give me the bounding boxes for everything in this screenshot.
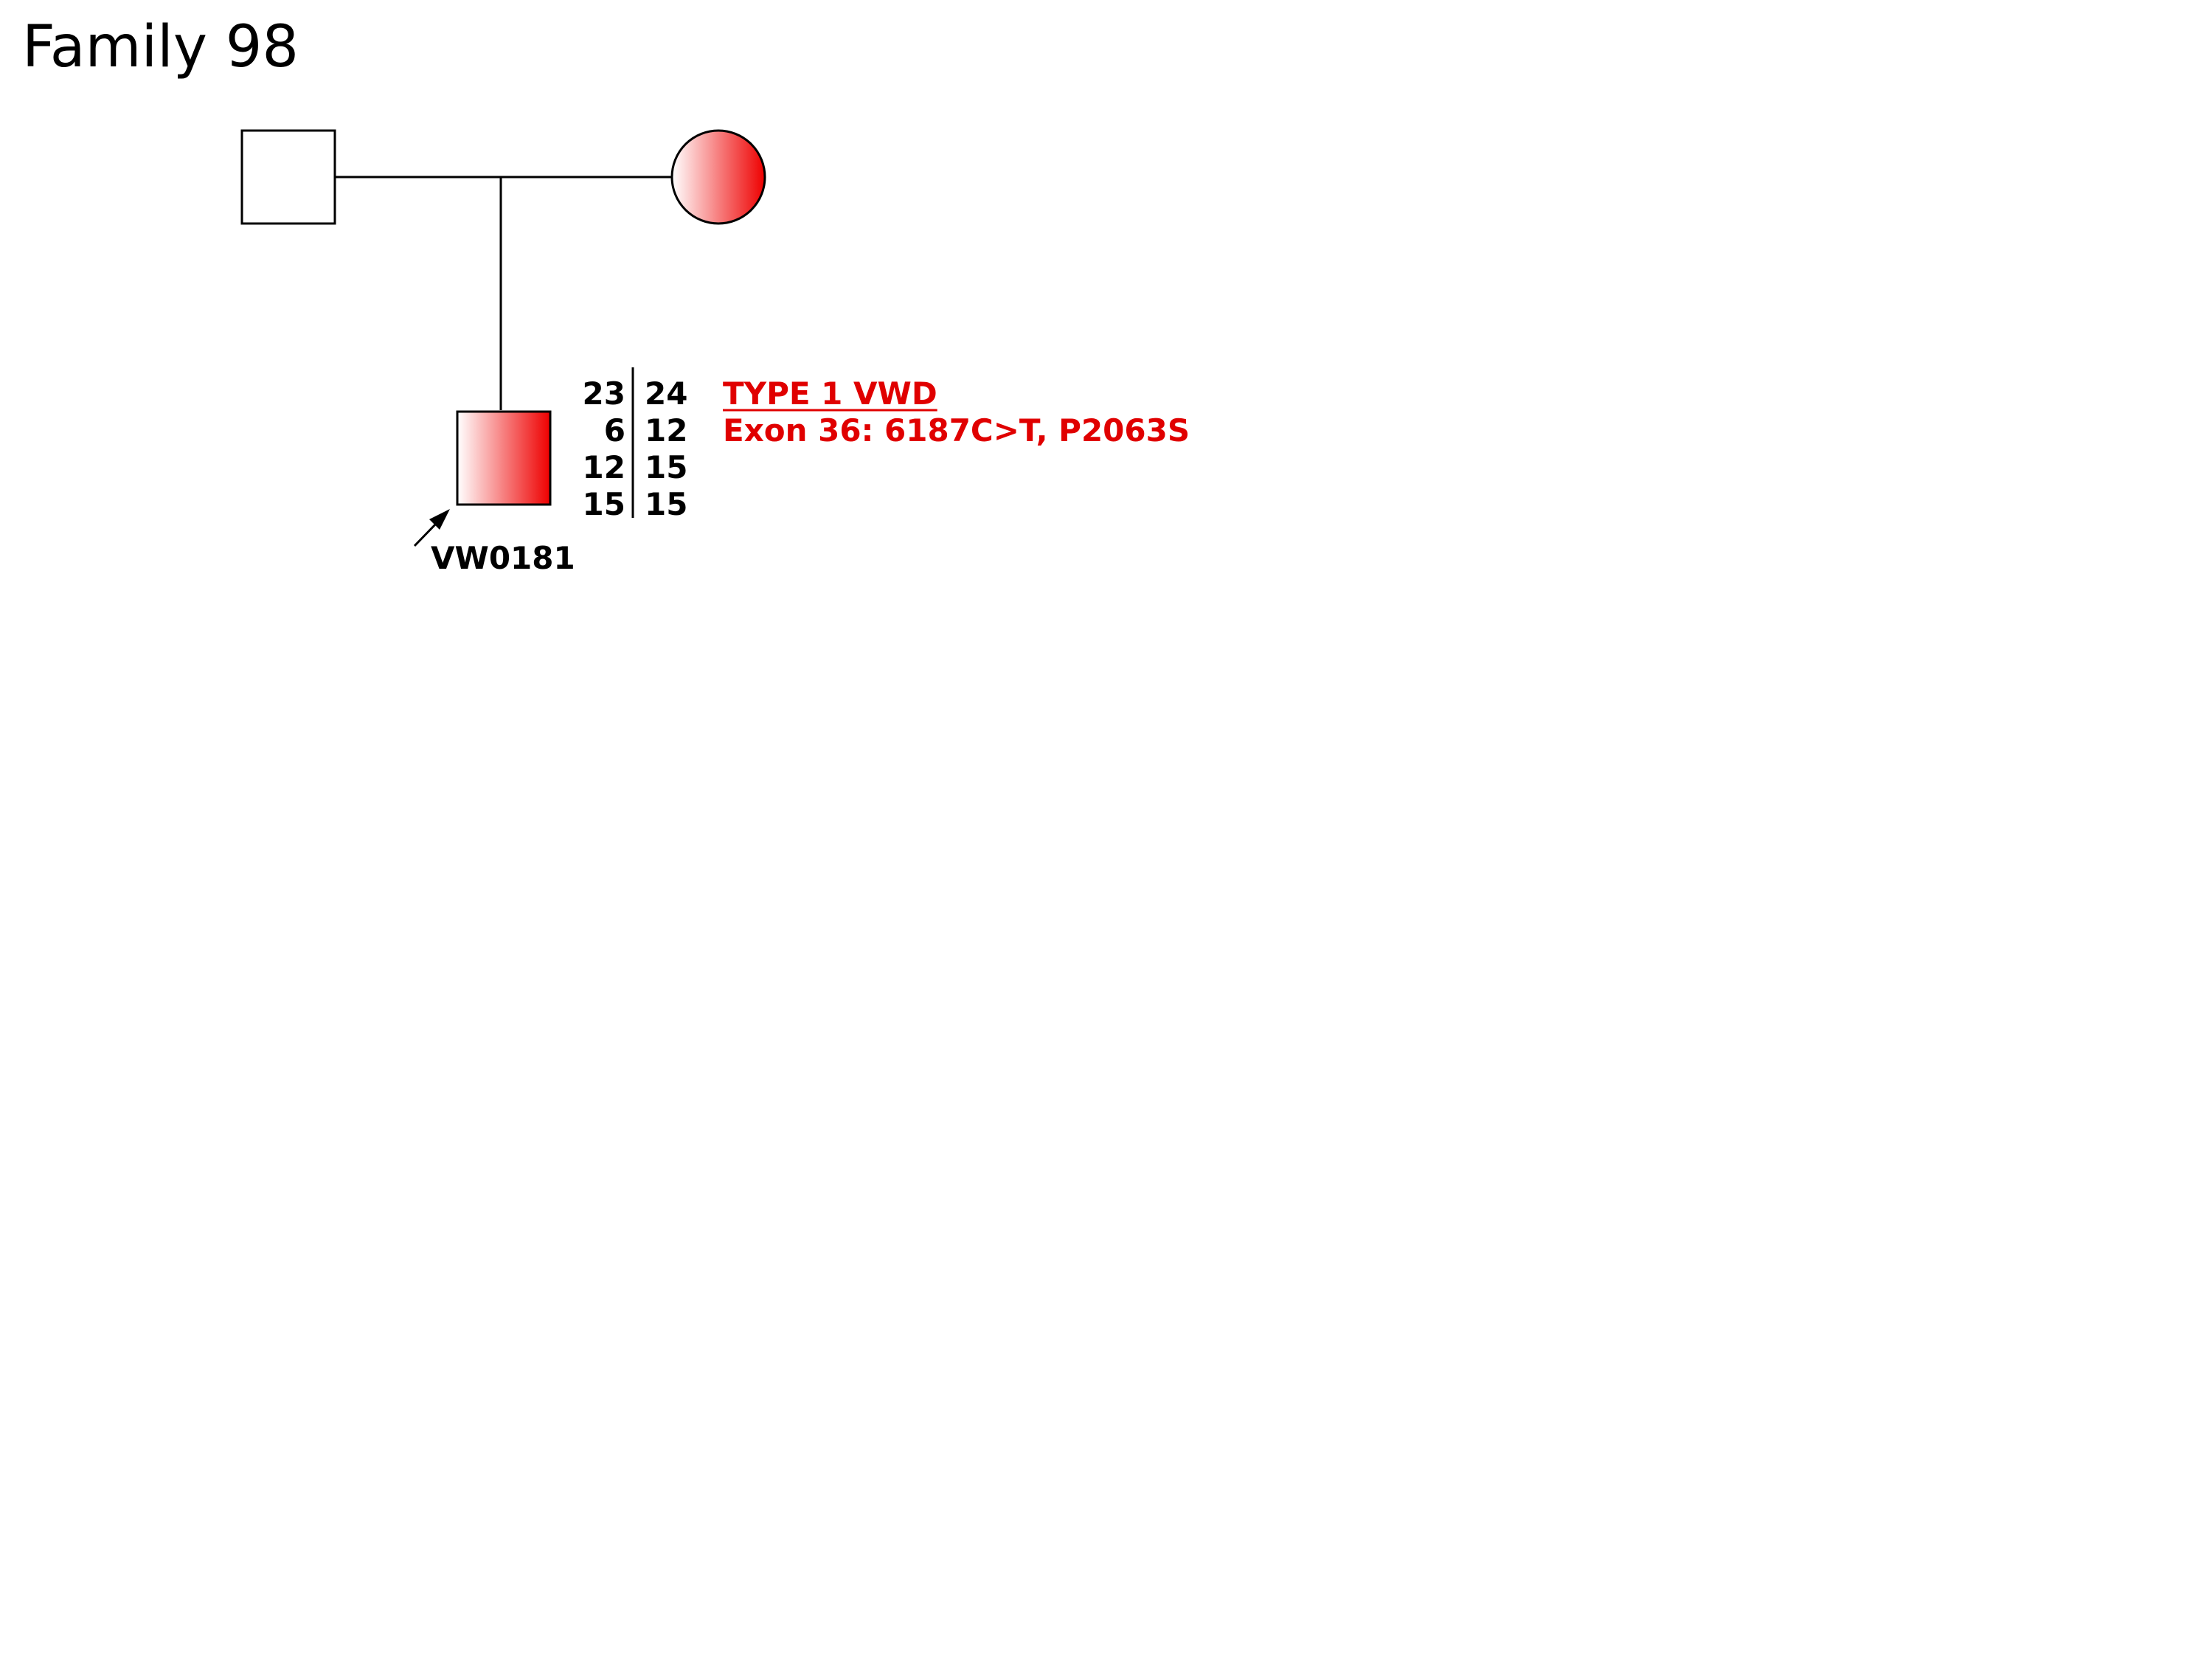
haplotype-left-allele: 23 [583, 375, 625, 412]
father-symbol [240, 129, 336, 225]
haplotype-right-allele: 12 [645, 412, 687, 448]
page-title: Family 98 [22, 14, 299, 80]
haplotype-right-allele: 15 [645, 486, 687, 522]
proband-symbol [456, 410, 552, 506]
haplotype-left-allele: 12 [583, 449, 625, 485]
haplotype-left-allele: 6 [604, 412, 625, 448]
proband-id-label: VW0181 [431, 540, 575, 576]
mutation-label: Exon 36: 6187C>T, P2063S [723, 412, 1190, 448]
haplotype-right-allele: 24 [645, 375, 687, 412]
proband-arrow-icon [413, 509, 450, 547]
haplotype-right-allele: 15 [645, 449, 687, 485]
mother-symbol [670, 129, 766, 225]
haplotype-left-allele: 15 [583, 486, 625, 522]
diagnosis-label: TYPE 1 VWD [723, 375, 937, 412]
haplotype-table: 23 6 12 15 24 12 15 15 [583, 367, 687, 522]
